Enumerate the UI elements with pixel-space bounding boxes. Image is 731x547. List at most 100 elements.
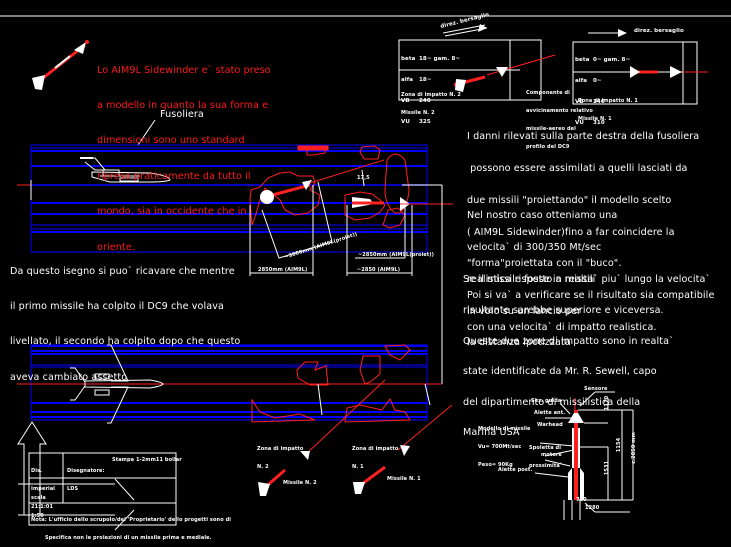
model-note-line: Vu= 700Mt/sec (478, 444, 522, 450)
zone-label: Zona di impatto N. 2 (401, 92, 461, 98)
fuselage-band-upper (30, 144, 428, 253)
title-block-file: Dis. Imperial 21:1:01 (31, 456, 55, 516)
right-note-line: possono essere assimilati a quelli lasci… (467, 162, 688, 174)
impact-table-1-footer: Zona di impatto N. 1 Missile N. 1 (578, 86, 638, 128)
right-note-line: due missili "proiettando" il modello sce… (467, 194, 672, 206)
spec-dim-base-a: 700 (576, 497, 587, 503)
model-note-line: Peso= 90Kg (478, 462, 513, 468)
file-label-line: 21:1:01 (31, 504, 54, 510)
missile-spec-drawing (568, 398, 584, 500)
left-note-line: aveva cambiato assetto (10, 371, 128, 383)
side-note-line: Componente di (526, 90, 570, 96)
spec-label-fuze: Spoletta di prossimita` (529, 433, 562, 475)
right-note-1: I danni rilevati sulla parte destra dell… (467, 111, 714, 344)
fuze-label-line: Spoletta di (529, 445, 562, 451)
spec-label-rear-fins: Alette post. (498, 467, 533, 473)
title-block-drawn-by: Disegnatore: LDS (67, 456, 105, 498)
intro-note-line: ripreso praticamente da tutto il (97, 170, 251, 182)
spec-dim-lower: 1531 (604, 460, 611, 476)
row-label: alfa (575, 78, 588, 84)
row-value: 240 (419, 98, 431, 104)
zone-label-line: N. 2 (257, 464, 269, 470)
row-label: VU (575, 120, 584, 126)
dimension-label-a: 2850mm (AIM9L) (258, 267, 308, 273)
missile-spec-dimension-lines (534, 391, 634, 520)
intro-note-line: oriente. (97, 241, 135, 253)
right-note-line: ( AIM9L Sidewinder)fino a far coincidere… (467, 226, 675, 238)
right-note-3: Se il missile fosse in realta` piu` lung… (463, 255, 710, 449)
cad-drawing-canvas (0, 15, 731, 531)
left-note-line: il primo missile ha colpito il DC9 che v… (10, 300, 224, 312)
row-value: 18~ gam. 8~ (419, 56, 461, 62)
left-note-line: livellato, il secondo ha colpito dopo ch… (10, 336, 241, 348)
fuselage-band-lower (30, 344, 428, 421)
missile-2-lower-icon (258, 379, 386, 496)
zone-label-line: Zona di impatto (257, 446, 304, 452)
damage-outlines-upper (249, 145, 410, 229)
drawn-by-label: Disegnatore: (67, 468, 105, 474)
missile-1-label: Missile N. 1 (387, 476, 421, 482)
right-note-line: Se il missile fosse in realta` piu` lung… (463, 274, 711, 286)
intro-note-line: dimensioni sono uno standard (97, 135, 245, 147)
file-label-line: Imperial (31, 486, 56, 492)
spec-label-warhead: Warhead (537, 422, 563, 428)
row-label: beta (401, 56, 416, 62)
side-note-line: missile-aereo del (526, 126, 576, 132)
row-value: 0~ gam. 8~ (593, 57, 631, 63)
right-note-line: in volo su un lancio per (467, 305, 582, 317)
right-note-line: velocita` di 300/350 Mt/sec (467, 241, 602, 253)
zone-1-label: Zona di impatto N. 1 (352, 434, 398, 476)
right-note-line: del dipartimento di missilistica della (463, 396, 641, 408)
dc9-top-view-icon (70, 344, 164, 424)
row-value: 18~ (419, 77, 432, 83)
angle-label: 17,5 (357, 175, 370, 181)
zone-label: Zona di impatto N. 1 (578, 98, 638, 104)
left-note: Da questo isegno si puo` ricavare che me… (10, 242, 240, 395)
leader-line (424, 383, 431, 406)
dimension-label-c: ~2850mm (AIM9L(proiet)) (358, 252, 435, 258)
row-label: VU (401, 119, 410, 125)
side-note-line: avvicinamento relativo (526, 108, 593, 114)
missile-zone-1-icon (630, 66, 708, 78)
row-label: VB (575, 99, 584, 105)
intro-note-line: Lo AIM9L Sidewinder e` stato preso (97, 64, 271, 76)
missile-label: Missile N. 1 (578, 116, 612, 122)
intro-note-line: a modello in quanto la sua forma e (97, 99, 269, 111)
missile-2-label: Missile N. 2 (283, 480, 317, 486)
right-note-line: I danni rilevati sulla parte destra dell… (467, 131, 700, 143)
zone-label-line: Zona di impatto (352, 446, 399, 452)
impact-table-2-footer: Zona di impatto N. 2 Missile N. 2 (401, 80, 461, 122)
right-note-line: Marina USA (463, 427, 520, 439)
side-note-line: profilo del DC9 (526, 144, 570, 150)
intro-note-line: mondo, sia in occidente che in (97, 206, 247, 218)
missile-label: Missile N. 2 (401, 110, 435, 116)
spec-dim-mid: 1154 (616, 437, 623, 453)
missile-zone-2-icon (453, 54, 556, 92)
fuselage-label: Fusoliera (160, 109, 204, 120)
row-label: alfa (401, 77, 414, 83)
impact-table-2 (398, 24, 542, 101)
zone-label-line: N. 1 (352, 464, 364, 470)
dimension-label-d: ~2850 (AIM9L) (357, 267, 401, 273)
row-label: beta (575, 57, 590, 63)
right-note-line: state identificate da Mr. R. Sewell, cap… (463, 366, 657, 378)
file-label-line: Dis. (31, 468, 43, 474)
spec-label-front-fins: Alette ant. (534, 410, 566, 416)
right-note-line: "forma"proiettata con il "buco". (467, 258, 622, 270)
right-note-line: risultante sarebbe superiore e viceversa… (463, 305, 664, 317)
spec-dim-base-b: 1280 (585, 505, 600, 511)
right-note-line: con una velocita` di impatto realistica. (467, 321, 657, 333)
right-note-line: Queste due zone di impatto sono in realt… (463, 335, 675, 347)
zone-2-label: Zona di impatto N. 2 (257, 434, 303, 476)
projected-missile-1-upper (352, 197, 453, 211)
title-block-print: Stampa 1-2mm11 bollar (112, 457, 182, 463)
left-note-line: Da questo isegno si puo` ricavare che me… (10, 265, 235, 277)
